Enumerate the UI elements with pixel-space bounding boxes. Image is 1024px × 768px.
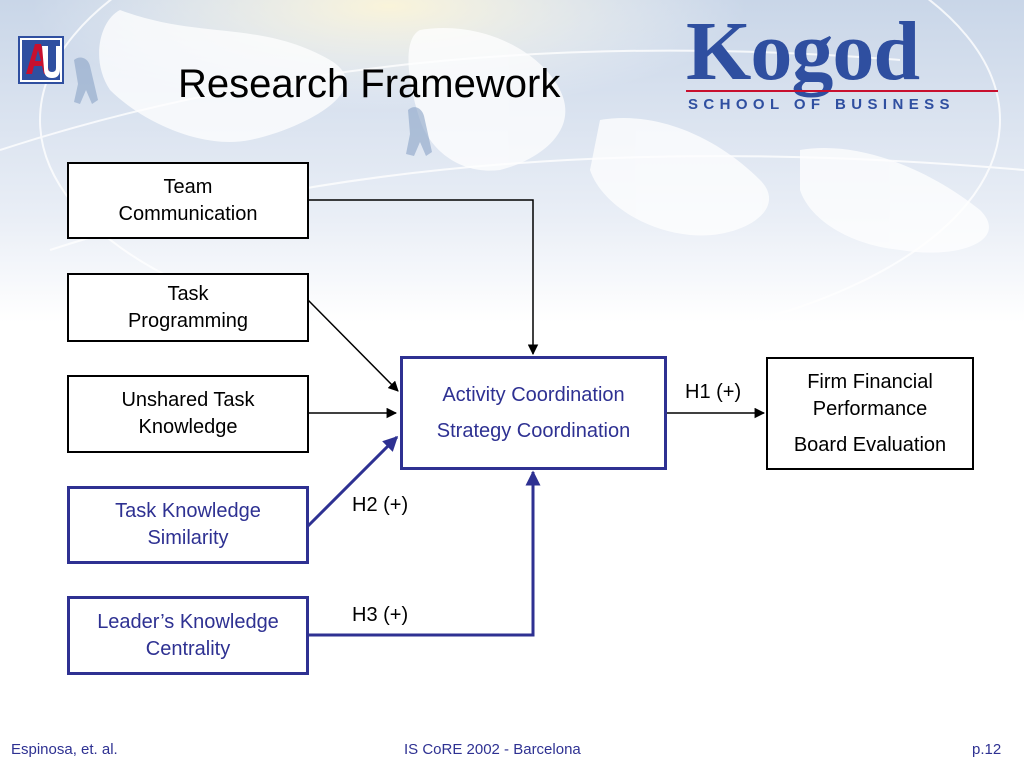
edge-team-communication-to-coordination [308, 199, 539, 356]
hypothesis-h1-label: H1 (+) [685, 381, 742, 403]
box-firm-performance: Firm Financial Performance Board Evaluat… [766, 357, 974, 470]
box-task-knowledge-similarity: Task Knowledge Similarity [67, 486, 309, 564]
edge-leader-centrality-to-coordination [308, 470, 541, 637]
box-unshared-task-knowledge: Unshared Task Knowledge [67, 375, 309, 453]
box-label: Similarity [147, 527, 229, 549]
box-label: Unshared Task [121, 389, 255, 411]
kogod-logo-rule [686, 90, 998, 92]
box-label: Communication [118, 202, 258, 225]
box-task-programming: Task Programming [67, 273, 309, 342]
box-label: Task Knowledge [115, 500, 261, 522]
box-leaders-knowledge-centrality: Leader’s Knowledge Centrality [67, 596, 309, 675]
box-label: Performance [812, 397, 928, 420]
american-university-logo [18, 36, 64, 84]
kogod-logo-subtitle: SCHOOL OF BUSINESS [688, 96, 955, 113]
footer-conference: IS CoRE 2002 - Barcelona [404, 741, 581, 758]
box-label: Team [163, 175, 213, 198]
box-label: Strategy Coordination [436, 419, 631, 442]
box-label: Firm Financial [807, 370, 933, 393]
box-label: Knowledge [138, 416, 238, 438]
kogod-logo-word: Kogod [686, 5, 920, 98]
hypothesis-h3-label: H3 (+) [352, 604, 409, 626]
slide-title: Research Framework [178, 62, 561, 106]
edge-task-programming-to-coordination [307, 299, 399, 392]
edge-task-similarity-to-coordination [306, 435, 399, 528]
box-coordination: Activity Coordination Strategy Coordinat… [400, 356, 667, 470]
hypothesis-h2-label: H2 (+) [352, 494, 409, 516]
box-label: Programming [127, 309, 249, 332]
box-label: Task [167, 282, 209, 305]
box-label: Centrality [145, 637, 231, 660]
box-label: Board Evaluation [793, 433, 947, 456]
box-label: Activity Coordination [442, 383, 625, 406]
footer-authors: Espinosa, et. al. [11, 741, 118, 758]
kogod-logo: Kogod SCHOOL OF BUSINESS [686, 10, 1006, 114]
box-label: Leader’s Knowledge [97, 610, 279, 633]
box-team-communication: Team Communication [67, 162, 309, 239]
footer-page-number: p.12 [972, 741, 1002, 758]
